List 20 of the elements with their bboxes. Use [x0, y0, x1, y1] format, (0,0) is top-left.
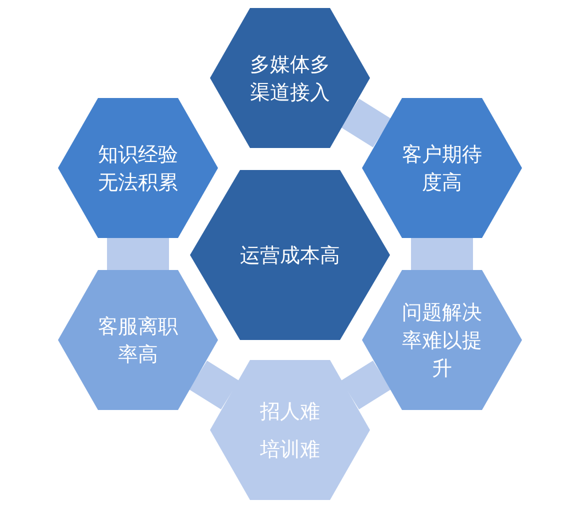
hexagon-label: 招人难 [259, 398, 321, 425]
hexagon [210, 360, 370, 500]
hexagon-label: 培训难 [259, 436, 321, 463]
hexagon-label: 多媒体多渠道接入 [249, 51, 331, 106]
hexagon [190, 170, 390, 340]
hexagon [362, 270, 522, 410]
connector-band [340, 360, 392, 410]
connector-band [340, 98, 392, 148]
hexagon-label: 知识经验无法积累 [97, 141, 179, 196]
connector-band [107, 237, 169, 271]
hexagon [58, 270, 218, 410]
hexagon [210, 8, 370, 148]
hexagon [362, 98, 522, 238]
connector-band [411, 237, 473, 271]
hexagon-label: 问题解决率难以提升 [401, 299, 483, 382]
hexagon-label: 运营成本高 [239, 242, 341, 269]
hexagon-label: 客服离职率高 [97, 313, 179, 368]
hexagon-label: 客户期待度高 [401, 141, 483, 196]
hexagon [58, 98, 218, 238]
connector-band [188, 360, 240, 410]
